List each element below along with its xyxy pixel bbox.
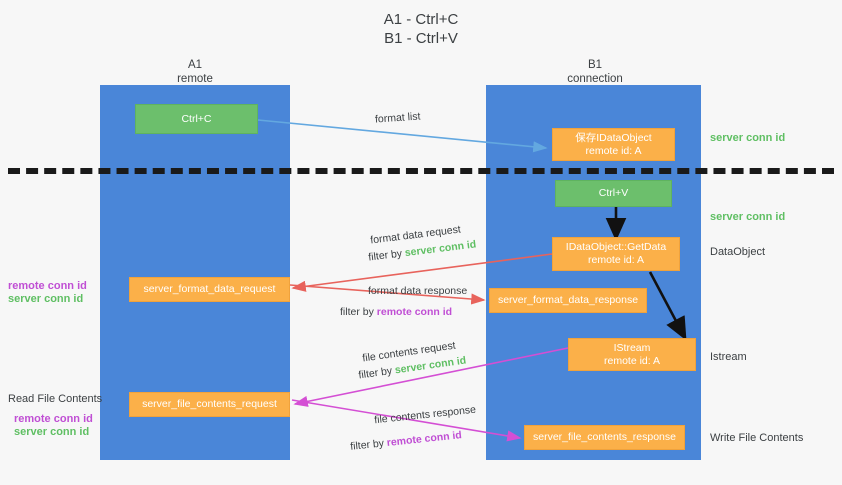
label-dataobject: DataObject — [710, 246, 766, 258]
node-istream[interactable]: IStream remote id: A — [568, 338, 696, 371]
label-remote-conn-id-1: remote conn id — [8, 280, 87, 292]
column-header-a1: A1 remote — [95, 58, 295, 86]
node-server-file-contents-response-label: server_file_contents_response — [532, 431, 676, 443]
node-ctrl-v-label: Ctrl+V — [598, 187, 629, 199]
filter-value-2: remote conn id — [376, 306, 453, 318]
node-idataobject-getdata-line2: remote id: A — [587, 254, 645, 266]
label-server-conn-id-mid: server conn id — [710, 211, 786, 223]
label-write-file-contents: Write File Contents — [710, 432, 804, 444]
label-server-conn-id-1: server conn id — [8, 293, 84, 305]
column-header-b1-name: B1 — [587, 59, 603, 71]
divider-dashed-line — [8, 168, 834, 174]
column-header-b1-sub: connection — [567, 73, 623, 85]
arrow-label-filter-by-remote-conn-id-1: filter by remote conn id — [340, 305, 452, 319]
arrow-label-format-list: format list — [374, 110, 421, 126]
node-idataobject-getdata[interactable]: IDataObject::GetData remote id: A — [552, 237, 680, 271]
label-server-conn-id-2: server conn id — [14, 426, 90, 438]
node-server-file-contents-request-label: server_file_contents_request — [142, 398, 277, 410]
column-header-a1-name: A1 — [187, 59, 203, 71]
column-header-a1-sub: remote — [177, 73, 213, 85]
arrow-label-filter-by-remote-conn-id-2: filter by remote conn id — [350, 428, 463, 454]
label-read-file-contents: Read File Contents — [8, 393, 103, 405]
node-server-format-data-request-label: server_format_data_request — [143, 283, 276, 295]
node-server-format-data-response[interactable]: server_format_data_response — [489, 288, 647, 313]
arrow-label-format-data-response: format data response — [368, 285, 468, 297]
node-save-idataobject-line2: remote id: A — [585, 144, 642, 157]
node-ctrl-v[interactable]: Ctrl+V — [555, 180, 672, 207]
node-istream-line2: remote id: A — [603, 354, 661, 367]
arrow-label-file-contents-response: file contents response — [373, 403, 477, 427]
column-header-b1: B1 connection — [495, 58, 695, 86]
filter-prefix-2: filter by — [340, 306, 377, 318]
filter-value-4: remote conn id — [386, 429, 463, 449]
label-remote-conn-id-2: remote conn id — [14, 413, 93, 425]
node-idataobject-getdata-line1: IDataObject::GetData — [565, 241, 667, 253]
node-server-file-contents-response[interactable]: server_file_contents_response — [524, 425, 685, 450]
node-ctrl-c[interactable]: Ctrl+C — [135, 104, 258, 134]
node-save-idataobject[interactable]: 保存IDataObject remote id: A — [552, 128, 675, 161]
node-server-file-contents-request[interactable]: server_file_contents_request — [129, 392, 290, 417]
filter-prefix-4: filter by — [349, 437, 388, 453]
node-ctrl-c-label: Ctrl+C — [181, 112, 212, 125]
node-save-idataobject-line1: 保存IDataObject — [575, 131, 652, 144]
node-server-format-data-request[interactable]: server_format_data_request — [129, 277, 290, 302]
node-istream-line1: IStream — [613, 341, 651, 354]
page-title: A1 - Ctrl+C B1 - Ctrl+V — [383, 11, 459, 47]
node-server-format-data-response-label: server_format_data_response — [497, 294, 639, 306]
label-istream: Istream — [710, 351, 747, 363]
filter-prefix-1: filter by — [367, 247, 406, 264]
label-server-conn-id-top: server conn id — [710, 132, 786, 144]
filter-prefix-3: filter by — [357, 364, 396, 382]
